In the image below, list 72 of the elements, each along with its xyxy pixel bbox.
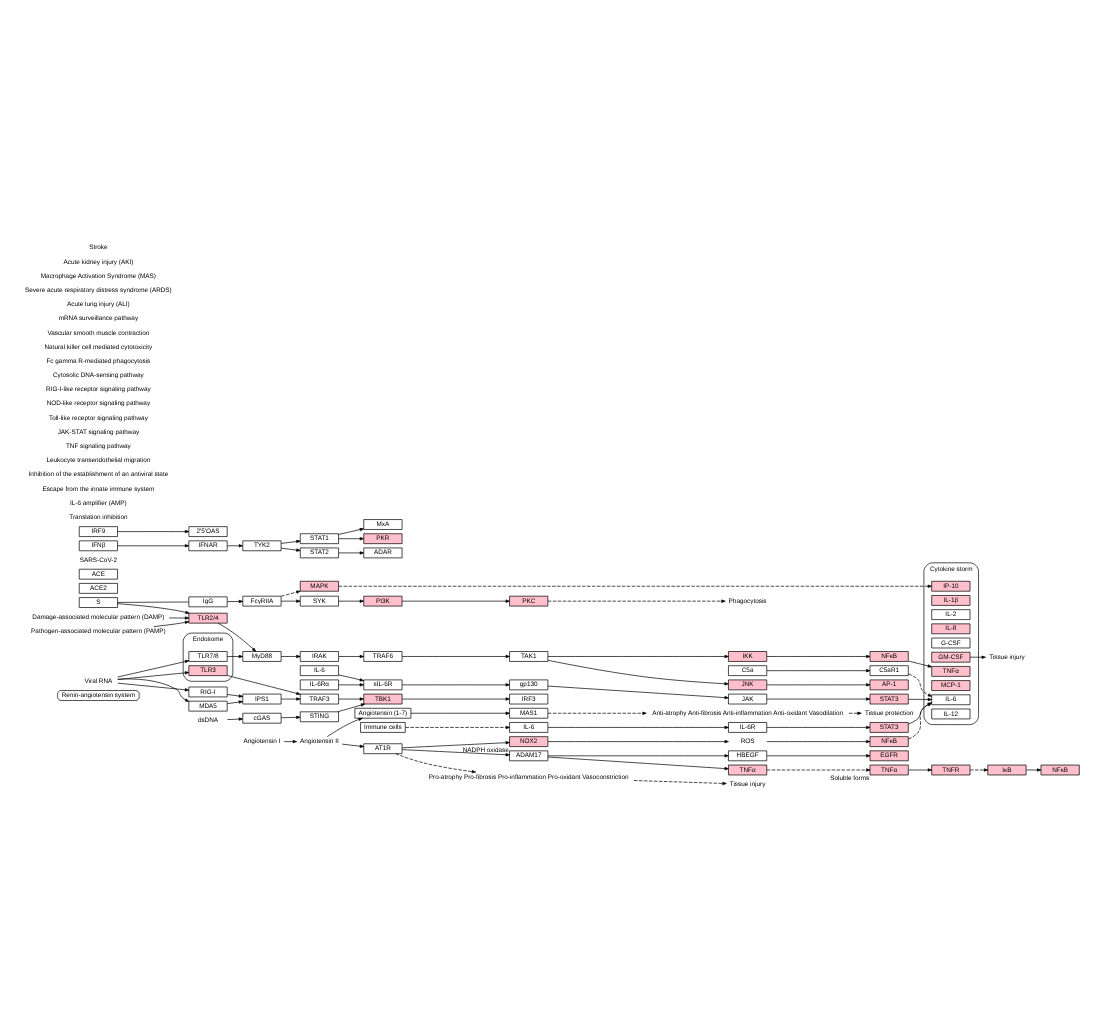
- arrow: [168, 616, 190, 620]
- arrow: [766, 725, 871, 730]
- arrow: [326, 717, 363, 737]
- arrow: [337, 703, 366, 713]
- arrow: [547, 685, 729, 700]
- arrow: [969, 768, 989, 772]
- arrow: [401, 741, 510, 749]
- arrow: [280, 590, 301, 597]
- arrow: [117, 682, 190, 692]
- arrow: [338, 584, 932, 588]
- arrow: [338, 654, 364, 659]
- arrow: [227, 599, 243, 604]
- arrow: [405, 725, 510, 730]
- arrow: [401, 697, 510, 701]
- arrow: [227, 544, 243, 548]
- arrow: [401, 683, 510, 687]
- arrow: [547, 711, 647, 715]
- arrow: [766, 697, 871, 701]
- arrow: [395, 753, 476, 774]
- arrow: [401, 654, 510, 659]
- arrow: [547, 754, 729, 758]
- arrow: [547, 654, 729, 659]
- arrow: [280, 654, 301, 659]
- arrow: [217, 622, 257, 652]
- arrow: [280, 539, 301, 544]
- arrow: [766, 654, 871, 659]
- arrow: [227, 675, 301, 695]
- arrow: [283, 740, 297, 744]
- arrow: [338, 528, 364, 535]
- arrow: [227, 717, 243, 721]
- connector: [117, 601, 190, 603]
- arrow: [410, 711, 510, 715]
- arrow: [1025, 768, 1042, 772]
- arrow: [338, 551, 364, 555]
- arrow: [766, 768, 871, 772]
- arrow: [547, 725, 729, 730]
- arrow: [338, 599, 364, 603]
- arrow: [227, 694, 243, 698]
- arrow: [908, 673, 933, 697]
- arrow: [117, 678, 190, 702]
- arrow: [547, 659, 729, 686]
- arrow: [547, 740, 729, 744]
- arrow: [280, 697, 301, 701]
- arrow: [401, 599, 510, 603]
- arrow: [338, 697, 364, 701]
- arrow: [117, 530, 190, 534]
- arrow: [766, 669, 871, 673]
- arrow: [117, 603, 190, 614]
- arrow: [969, 655, 986, 659]
- arrow: [153, 620, 190, 627]
- arrow: [338, 683, 364, 687]
- arrow: [280, 547, 301, 552]
- arrow: [338, 537, 364, 541]
- arrow: [908, 660, 932, 668]
- arrow: [117, 659, 190, 678]
- arrow: [908, 768, 932, 772]
- arrow: [848, 711, 862, 715]
- arrow: [547, 599, 726, 603]
- arrow: [633, 780, 727, 785]
- arrow: [280, 715, 301, 719]
- arrow: [227, 654, 243, 659]
- arrow: [401, 749, 510, 757]
- arrow: [766, 754, 871, 758]
- arrow: [117, 544, 190, 548]
- arrow: [227, 700, 243, 704]
- arrow: [547, 756, 729, 771]
- arrow: [338, 674, 364, 682]
- arrow: [766, 740, 871, 744]
- arrow: [908, 697, 932, 702]
- arrow: [280, 599, 301, 603]
- arrow: [766, 683, 871, 687]
- arrow: [341, 743, 365, 748]
